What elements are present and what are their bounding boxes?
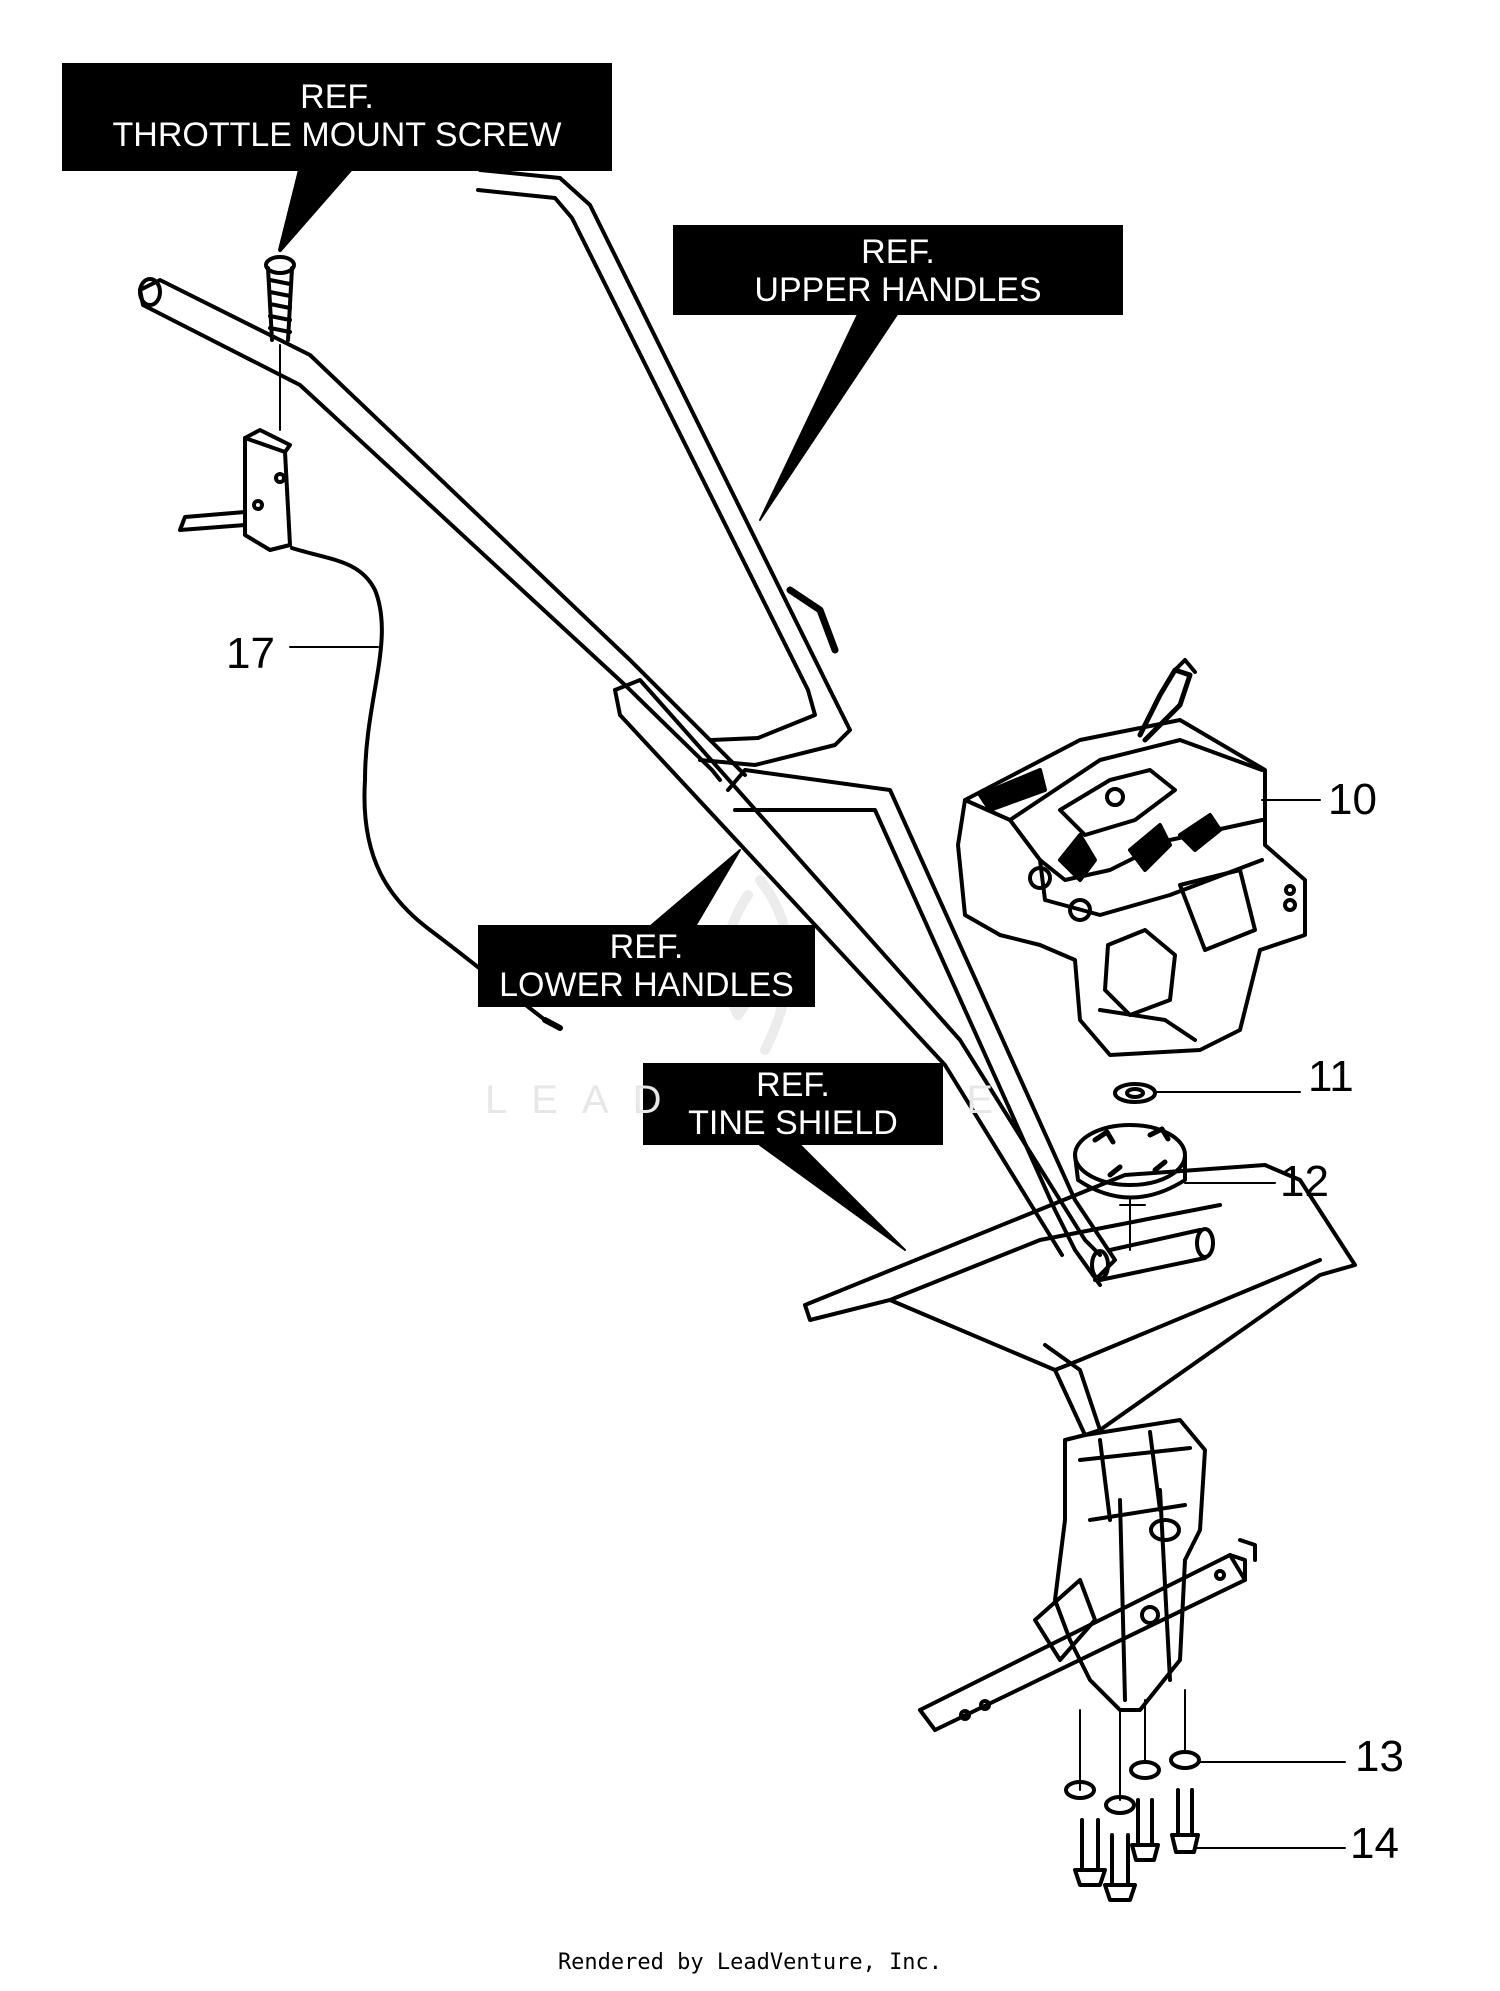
throttle-ref-text: REF. [300, 78, 374, 116]
upper-handles-label: REF. UPPER HANDLES [673, 225, 1123, 315]
throttle-mount-screw [264, 255, 296, 431]
lower-pointer [639, 849, 741, 936]
lower-handles-label: REF. LOWER HANDLES [478, 925, 815, 1007]
throttle-mount-screw-label: REF. THROTTLE MOUNT SCREW [62, 63, 612, 171]
tine-shaft [918, 1538, 1257, 1732]
tine-name-text: TINE SHIELD [688, 1104, 898, 1142]
engine [956, 658, 1307, 1057]
right-upper-handle [476, 168, 852, 767]
lower-name-text: LOWER HANDLES [499, 966, 794, 1004]
callout-12: 12 [1280, 1157, 1329, 1206]
tine-pointer [759, 1144, 906, 1251]
bolts-14 [1073, 1689, 1200, 1902]
tine-shield [803, 1163, 1357, 1437]
footer-credit: Rendered by LeadVenture, Inc. [557, 1950, 943, 1975]
watermark-text: LEAD E [485, 1078, 1018, 1122]
throttle-pointer [278, 168, 352, 252]
callout-17: 17 [226, 629, 275, 678]
tine-shield-label: REF. TINE SHIELD [643, 1063, 943, 1145]
lower-ref-text: REF. [609, 928, 684, 966]
upper-name-text: UPPER HANDLES [754, 271, 1042, 309]
washer-11 [1113, 1082, 1157, 1104]
callout-10: 10 [1328, 775, 1377, 824]
coupling-12 [1073, 1123, 1187, 1251]
upper-pointer [759, 309, 901, 521]
left-upper-handle [138, 277, 747, 782]
callout-11: 11 [1308, 1052, 1354, 1101]
callout-14: 14 [1350, 1819, 1399, 1868]
callout-13: 13 [1355, 1732, 1404, 1781]
throttle-control [178, 428, 292, 552]
throttle-name-text: THROTTLE MOUNT SCREW [112, 116, 562, 154]
throttle-cable [290, 546, 547, 1022]
upper-ref-text: REF. [861, 233, 935, 271]
cable-end [542, 1017, 563, 1031]
transmission-housing [1033, 1418, 1207, 1712]
tine-ref-text: REF. [756, 1066, 830, 1104]
lower-handles [613, 678, 1215, 1287]
